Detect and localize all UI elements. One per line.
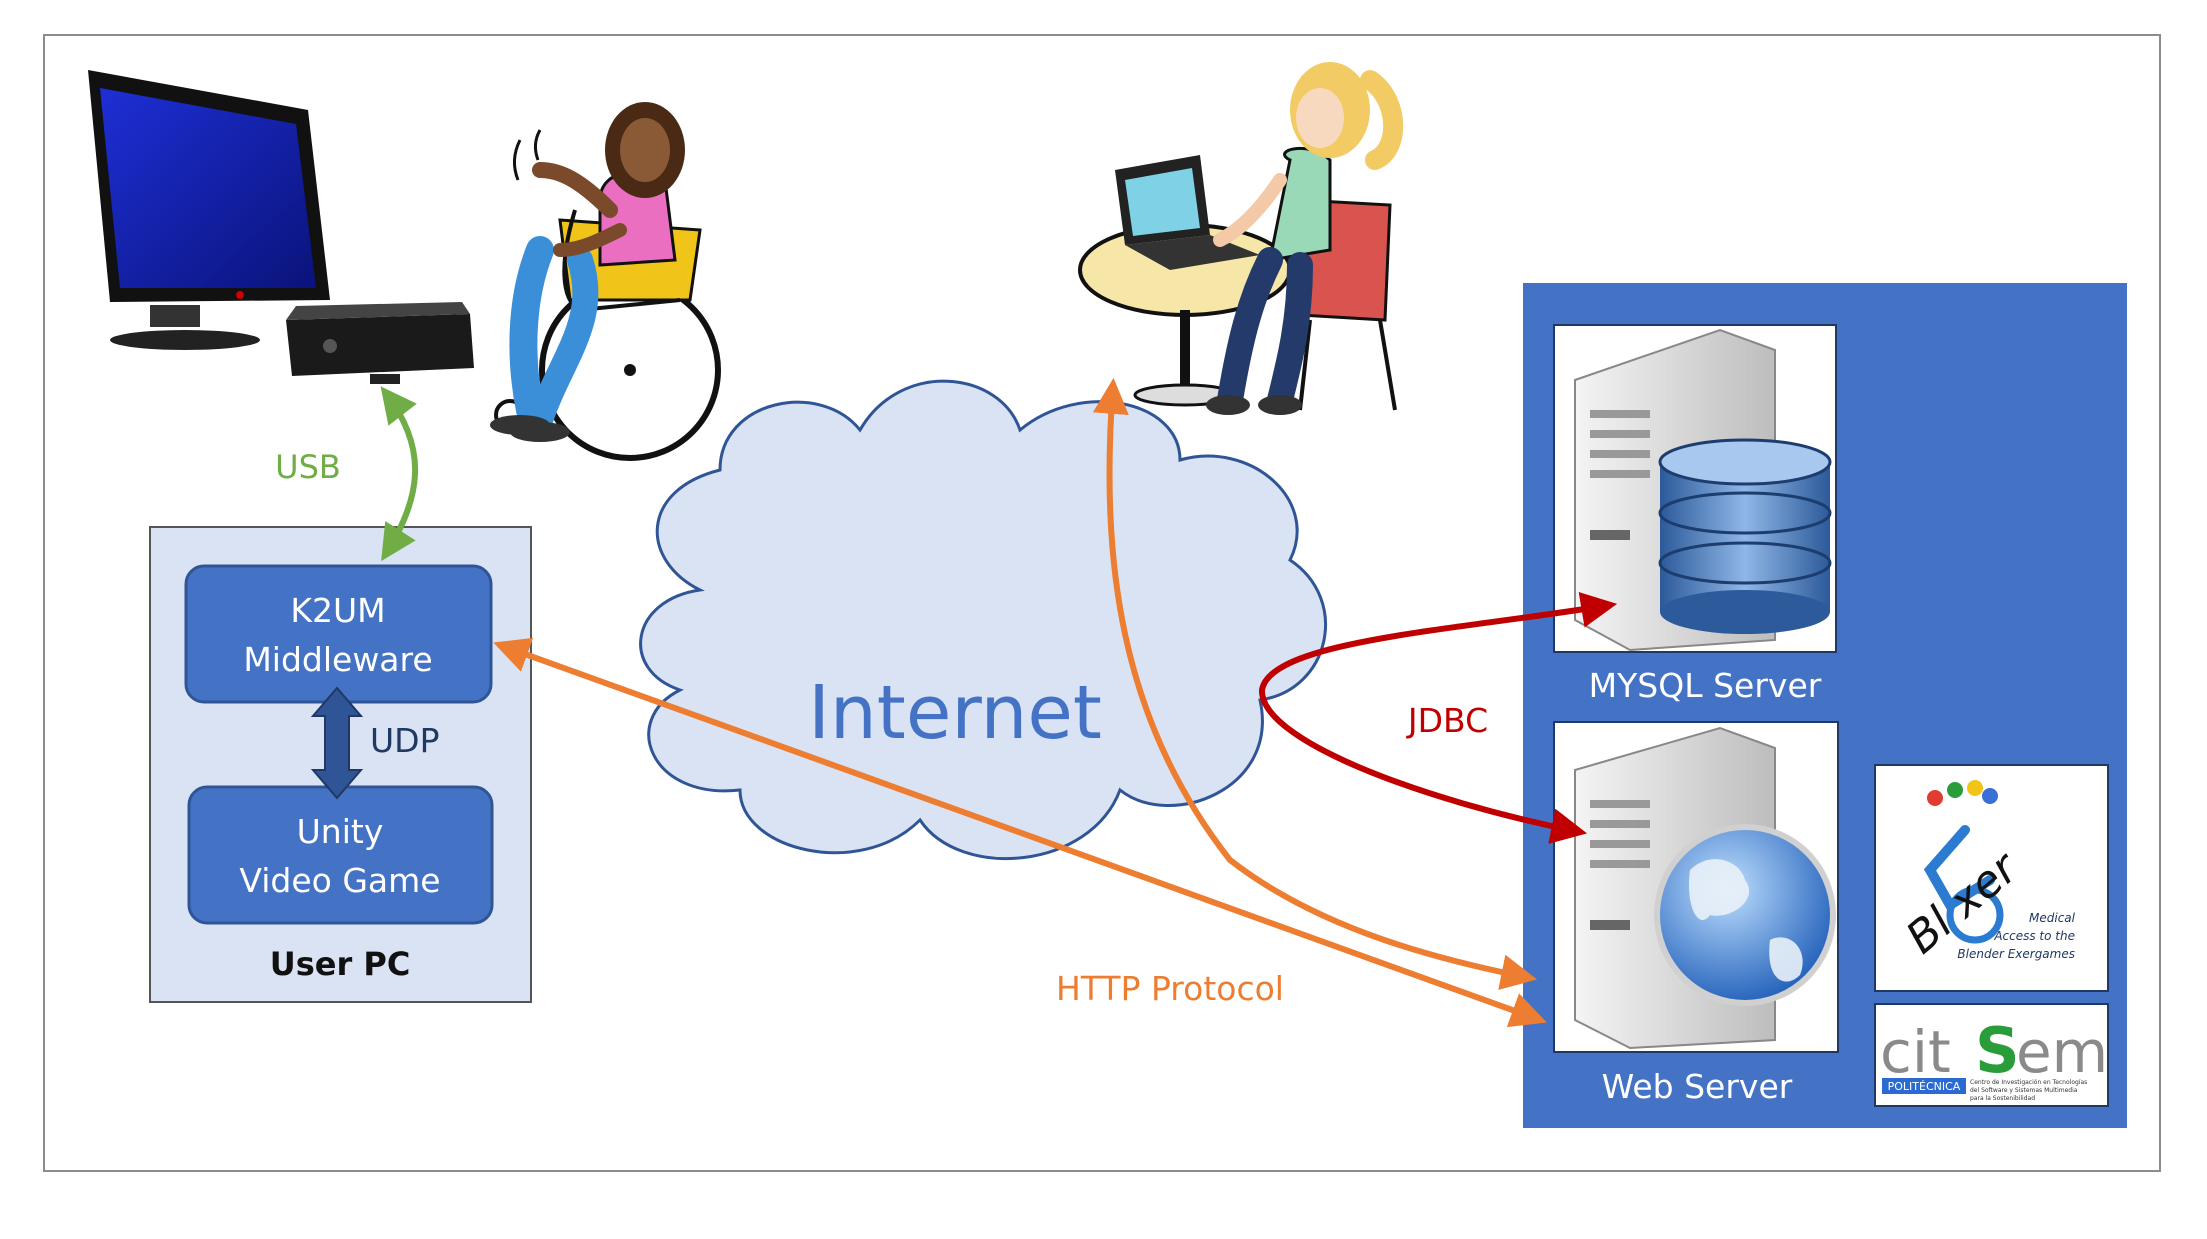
blexer-logo: Bl xer Medical Access to the Blender Exe… [1874,764,2109,992]
unity-video-game-box [187,785,494,925]
laptop-user-icon [1078,62,1404,415]
citsem-logo: cit S em POLITÉCNICA Centro de Investiga… [1874,1003,2109,1107]
user-pc-title: User PC [270,945,411,983]
web-server-label: Web Server [1602,1067,1793,1106]
citsem-badge: POLITÉCNICA [1888,1080,1961,1093]
citsem-caption-1: Centro de Investigación en Tecnologías [1970,1079,2087,1086]
server-panel: Bl xer Medical Access to the Blender Exe… [1523,283,2127,1128]
diagram-frame [43,34,2161,1172]
jdbc-connector [1258,591,1618,844]
k2um-label: K2UM [290,591,385,630]
internet-cloud [639,379,1327,861]
user-pc-panel [149,526,532,1003]
blexer-tagline-1: Medical [2029,911,2076,925]
http-connector-laptop [1092,377,1538,991]
database-icon [1658,438,1832,634]
citsem-caption-2: del Software y Sistemas Multimedia [1970,1087,2078,1094]
citsem-wordmark-em: em [2016,1018,2108,1086]
monitor-icon [88,70,330,350]
citsem-wordmark-s: S [1975,1014,2020,1087]
usb-connector [380,386,418,562]
udp-label: UDP [370,721,439,760]
mysql-server-label: MYSQL Server [1589,666,1822,705]
http-protocol-label: HTTP Protocol [1056,969,1284,1008]
globe-icon [1654,824,1836,1006]
internet-label: Internet [808,670,1102,756]
kinect-sensor-icon [286,302,474,384]
unity-label: Unity [297,812,384,851]
k2um-middleware-box [184,564,493,704]
blexer-tagline-3: Blender Exergames [1957,947,2075,961]
wheelchair-user-icon [490,102,721,461]
citsem-caption-3: para la Sostenibilidad [1970,1095,2035,1102]
blexer-tagline-2: Access to the [1993,929,2075,943]
udp-arrow [310,686,364,800]
usb-label: USB [275,448,341,486]
jdbc-label: JDBC [1406,701,1488,740]
video-game-label: Video Game [239,861,440,900]
citsem-wordmark-cit: cit [1880,1018,1951,1086]
middleware-label: Middleware [243,640,432,679]
